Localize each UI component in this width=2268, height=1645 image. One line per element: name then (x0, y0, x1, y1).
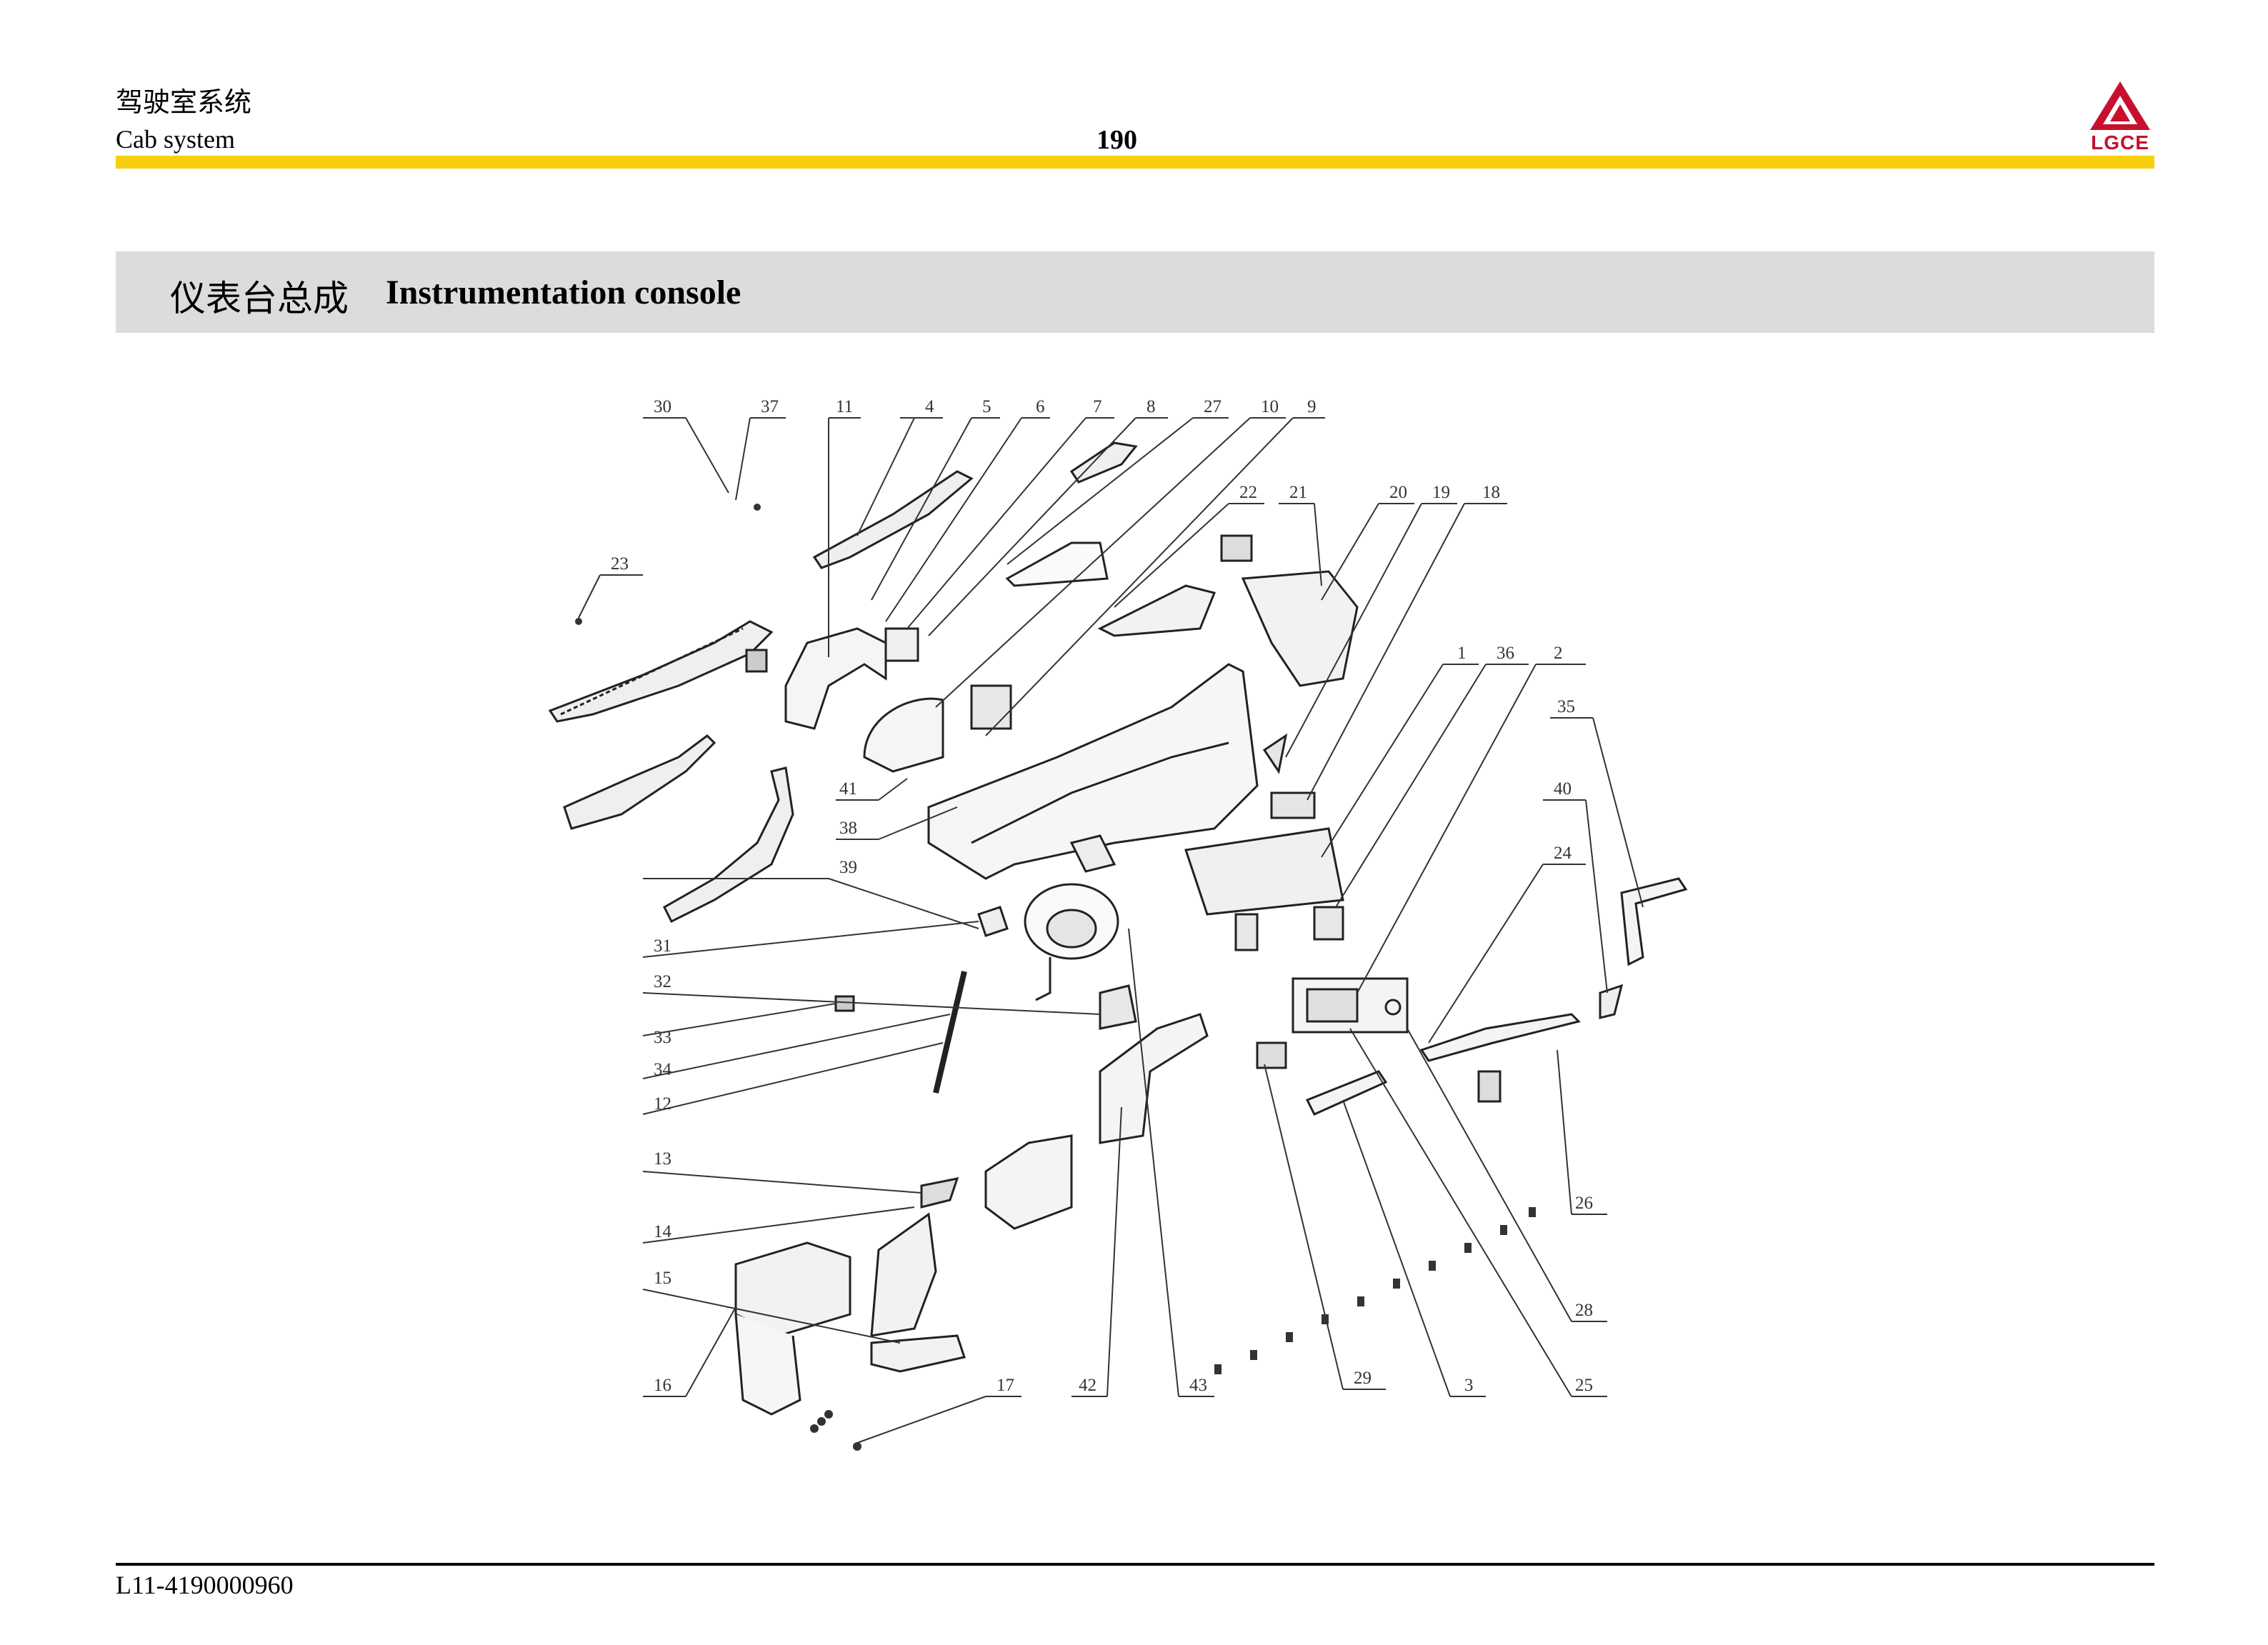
callout-38: 38 (839, 819, 857, 838)
callout-23: 23 (611, 554, 629, 574)
section-title-en: Cab system (116, 125, 235, 154)
callout-26: 26 (1575, 1194, 1593, 1213)
logo-text: LGCE (2091, 131, 2149, 154)
callout-8: 8 (1147, 397, 1156, 416)
callout-35: 35 (1557, 697, 1575, 716)
callout-labels: 30 37 11 4 5 6 7 8 27 10 9 22 21 20 19 1… (611, 397, 1593, 1395)
callout-15: 15 (654, 1269, 671, 1288)
callout-25: 25 (1575, 1376, 1593, 1395)
callout-27: 27 (1204, 397, 1222, 416)
callout-36: 36 (1497, 644, 1514, 663)
section-title-cn: 驾驶室系统 (116, 86, 252, 118)
callout-22: 22 (1239, 483, 1257, 502)
callout-5: 5 (982, 397, 991, 416)
callout-20: 20 (1389, 483, 1407, 502)
callout-28: 28 (1575, 1301, 1593, 1320)
callout-40: 40 (1554, 779, 1572, 799)
callout-37: 37 (761, 397, 779, 416)
callout-33: 33 (654, 1028, 671, 1047)
callout-16: 16 (654, 1376, 671, 1395)
page-title-en: Instrumentation console (386, 274, 741, 311)
title-bar: 仪表台总成 Instrumentation console (116, 251, 2154, 333)
page-title-cn: 仪表台总成 (170, 278, 349, 319)
callout-30: 30 (654, 397, 671, 416)
callout-17: 17 (996, 1376, 1014, 1395)
callout-6: 6 (1036, 397, 1045, 416)
callout-10: 10 (1261, 397, 1279, 416)
callout-32: 32 (654, 972, 671, 991)
callout-39: 39 (839, 858, 857, 877)
callout-21: 21 (1289, 483, 1307, 502)
callout-2: 2 (1554, 644, 1563, 663)
callout-11: 11 (836, 397, 853, 416)
callout-29: 29 (1354, 1369, 1372, 1388)
callout-12: 12 (654, 1094, 671, 1114)
callout-41: 41 (839, 779, 857, 799)
callout-42: 42 (1079, 1376, 1096, 1395)
callout-14: 14 (654, 1222, 672, 1241)
callout-24: 24 (1554, 844, 1572, 863)
callout-31: 31 (654, 936, 671, 956)
page-number: 190 (1096, 125, 1137, 155)
callout-19: 19 (1432, 483, 1450, 502)
callout-43: 43 (1189, 1376, 1207, 1395)
callout-7: 7 (1093, 397, 1102, 416)
footer-rule (116, 1563, 2154, 1566)
header-rule (116, 156, 2154, 169)
callout-4: 4 (925, 397, 934, 416)
brand-logo: LGCE (2086, 80, 2154, 156)
logo-triangle-icon (2090, 81, 2150, 130)
callout-34: 34 (654, 1060, 672, 1079)
callout-9: 9 (1307, 397, 1317, 416)
callout-18: 18 (1482, 483, 1500, 502)
callout-1: 1 (1457, 644, 1467, 663)
document-code: L11-4190000960 (116, 1571, 294, 1599)
callout-3: 3 (1464, 1376, 1474, 1395)
callout-13: 13 (654, 1149, 671, 1169)
